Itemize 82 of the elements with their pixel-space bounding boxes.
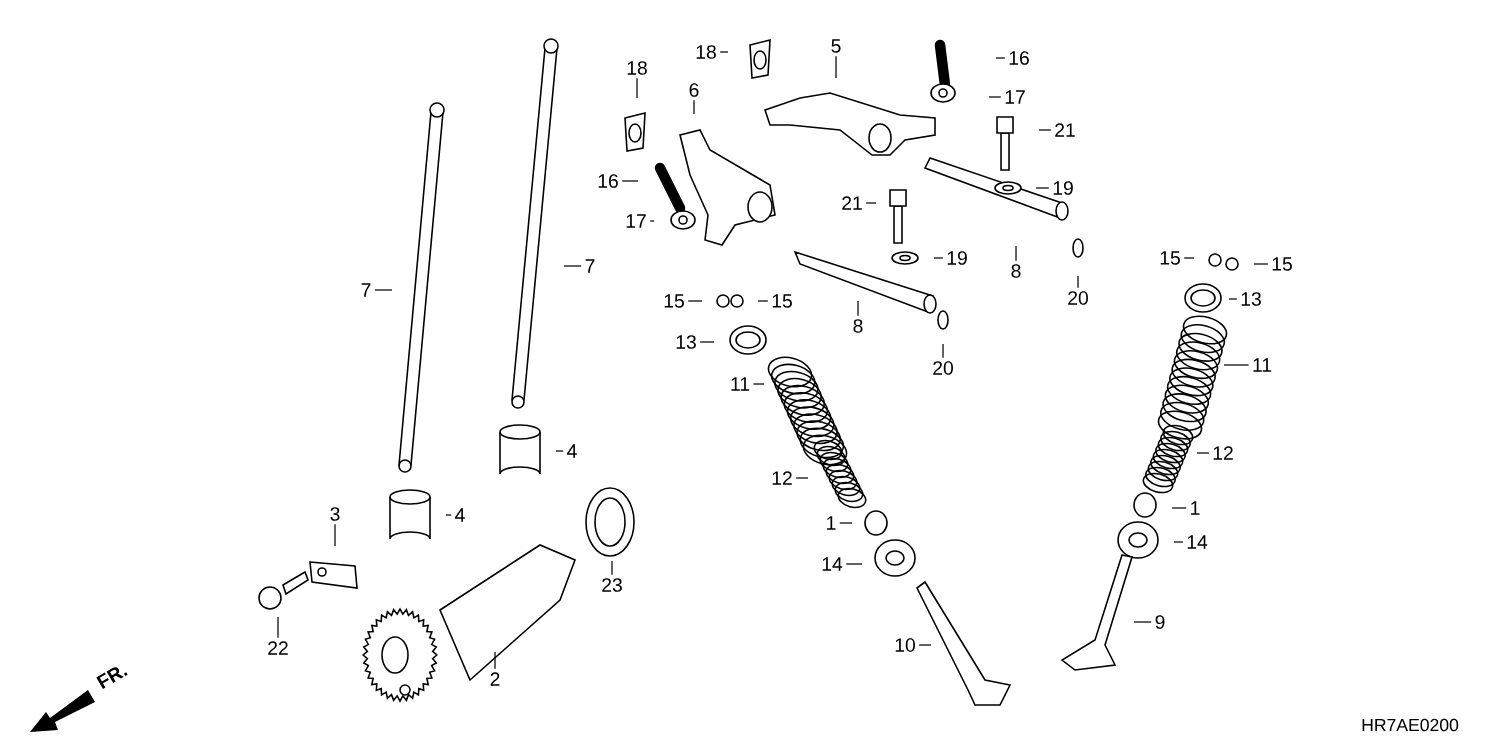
callout-number: 17 — [1005, 90, 1025, 104]
leader-line — [1038, 129, 1052, 131]
callout-number: 14 — [1187, 535, 1208, 549]
callout-number: 20 — [1068, 291, 1088, 305]
diagram-code: HR7AE0200 — [1362, 718, 1459, 732]
callout-number: 19 — [1053, 181, 1073, 195]
leader-line — [835, 55, 837, 79]
leader-line — [942, 343, 944, 359]
callout-number: 15 — [1272, 257, 1292, 271]
callout-number: 23 — [602, 578, 622, 592]
callout-number: 15 — [772, 294, 792, 308]
leader-line — [555, 450, 564, 452]
leader-line — [845, 563, 863, 565]
callout-number: 21 — [1055, 123, 1075, 137]
callout-number: 3 — [330, 507, 340, 521]
leader-line — [649, 220, 655, 222]
leader-line — [334, 523, 336, 547]
callout-number: 9 — [1155, 615, 1165, 629]
leader-line — [1035, 187, 1050, 189]
callout-number: 8 — [1011, 264, 1021, 278]
callout-number: 11 — [1253, 358, 1272, 372]
leader-line — [995, 57, 1006, 59]
callout-number: 6 — [689, 83, 699, 97]
callout-number: 13 — [1241, 292, 1261, 306]
leader-line — [1253, 263, 1269, 265]
callout-number: 22 — [268, 641, 288, 655]
leader-line — [1133, 621, 1152, 623]
callout-number: 10 — [895, 638, 915, 652]
leader-line — [918, 644, 932, 646]
leader-line — [1173, 541, 1184, 543]
callout-number: 4 — [455, 508, 465, 522]
leader-line — [611, 560, 613, 576]
leader-line — [839, 522, 853, 524]
leader-line — [1015, 245, 1017, 262]
callout-number: 11 — [731, 377, 750, 391]
callout-number: 15 — [664, 294, 684, 308]
leader-line — [1183, 257, 1195, 259]
leader-line — [693, 99, 695, 115]
leader-line — [795, 477, 809, 479]
callout-number: 14 — [822, 557, 843, 571]
leader-line — [445, 514, 452, 516]
leader-line — [865, 202, 877, 204]
callout-number: 19 — [947, 251, 967, 265]
callout-number: 2 — [490, 672, 500, 686]
leader-line — [757, 300, 769, 302]
leader-line — [494, 651, 496, 670]
callout-number: 15 — [1160, 251, 1180, 265]
leader-line — [1077, 275, 1079, 289]
callout-number: 5 — [831, 39, 841, 53]
leader-line — [752, 383, 765, 385]
leader-line — [1196, 452, 1210, 454]
callout-number: 16 — [1009, 51, 1029, 65]
callout-number: 1 — [1191, 501, 1200, 515]
callout-number: 1 — [827, 516, 836, 530]
leader-line — [857, 300, 859, 317]
leader-line — [277, 616, 279, 639]
callout-number: 12 — [1213, 446, 1233, 460]
leader-line — [1223, 364, 1250, 366]
callout-number: 18 — [627, 61, 647, 75]
leader-line — [988, 96, 1002, 98]
callout-number: 7 — [585, 259, 595, 273]
leader-line — [1228, 298, 1238, 300]
leader-line — [621, 180, 639, 182]
callout-number: 12 — [772, 471, 792, 485]
direction-label: FR. — [96, 667, 128, 689]
callout-number: 21 — [842, 196, 862, 210]
leader-line — [1171, 507, 1187, 509]
callout-number: 13 — [676, 335, 696, 349]
leader-line — [719, 51, 729, 53]
callout-number: 20 — [933, 361, 953, 375]
leader-line — [636, 77, 638, 99]
callout-number: 16 — [598, 174, 618, 188]
leader-line — [933, 257, 944, 259]
leader-line — [374, 289, 393, 291]
callout-number: 4 — [567, 444, 577, 458]
callout-number: 7 — [361, 283, 371, 297]
leader-line — [699, 341, 715, 343]
callout-number: 8 — [853, 319, 863, 333]
callout-number: 18 — [696, 45, 716, 59]
leader-line — [687, 300, 703, 302]
leader-line — [563, 265, 582, 267]
callout-number: 17 — [626, 214, 646, 228]
